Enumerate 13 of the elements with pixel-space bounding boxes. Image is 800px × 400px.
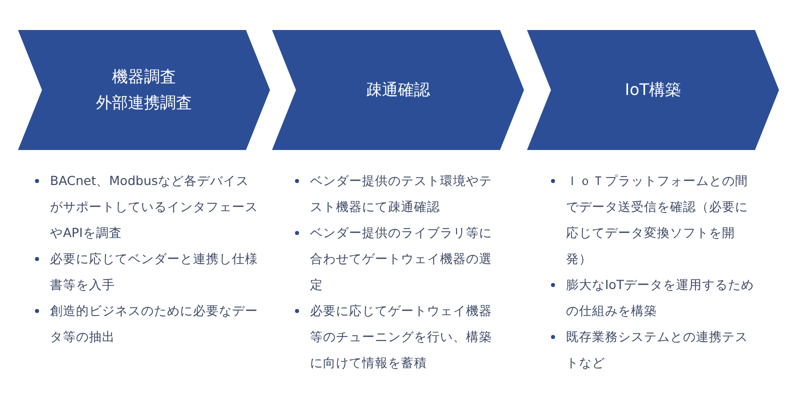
step-title: IoT構築	[624, 79, 682, 101]
bullet-item: 既存業務システムとの連携テストなど	[548, 324, 758, 376]
bullet-item: 膨大なIoTデータを運用するための仕組みを構築	[548, 272, 758, 324]
bullet-item: 創造的ビジネスのために必要なデータ等の抽出	[32, 298, 260, 350]
step-title: 機器調査	[112, 66, 176, 88]
bullet-item: 必要に応じてゲートウェイ機器等のチューニングを行い、構築に向けて情報を蓄積	[292, 298, 504, 376]
bullet-item: 必要に応じてベンダーと連携し仕様書等を入手	[32, 246, 260, 298]
bullet-item: ベンダー提供のライブラリ等に合わせてゲートウェイ機器の選定	[292, 220, 504, 298]
step-title: 外部連携調査	[96, 92, 192, 114]
bullet-item: ＩｏＴプラットフォームとの間でデータ送受信を確認（必要に応じてデータ変換ソフトを開発）	[548, 168, 758, 272]
bullet-item: BACnet、Modbusなど各デバイスがサポートしているインタフェースやAPIを調査	[32, 168, 260, 246]
step-title: 疎通確認	[366, 79, 430, 101]
bullet-item: ベンダー提供のテスト環境やテスト機器にて疎通確認	[292, 168, 504, 220]
